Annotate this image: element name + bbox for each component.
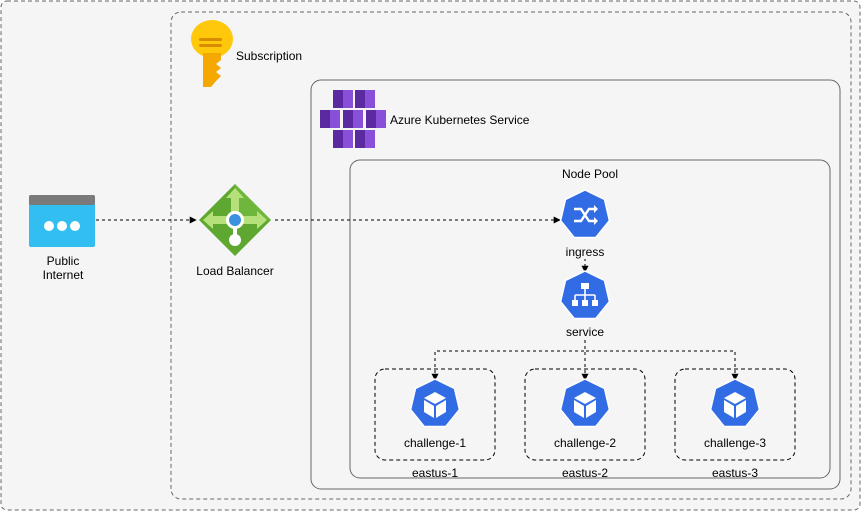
- challenge-1-label: challenge-1: [403, 436, 467, 450]
- ingress-label: ingress: [545, 245, 625, 259]
- challenge-box-1: [374, 368, 496, 461]
- pod-icon-1: [409, 378, 461, 428]
- ingress-icon: [559, 189, 611, 239]
- pod-icon-3: [709, 378, 761, 428]
- subscription-label: Subscription: [236, 49, 303, 63]
- node-pool-label: Node Pool: [561, 167, 619, 181]
- challenge-2-label: challenge-2: [553, 436, 617, 450]
- load-balancer-label: Load Balancer: [196, 264, 274, 278]
- challenge-box-3: [674, 368, 796, 461]
- challenge-3-label: challenge-3: [703, 436, 767, 450]
- challenge-box-2: [524, 368, 646, 461]
- key-icon: [191, 20, 233, 87]
- kubernetes-service-icon: [320, 90, 386, 148]
- load-balancer-icon: [199, 184, 271, 256]
- edge-service-to-challenge-1: [431, 340, 586, 381]
- edge-service-to-challenge-3: [584, 340, 739, 381]
- zone-3-label: eastus-3: [711, 466, 759, 480]
- service-label: service: [545, 325, 625, 339]
- browser-window-icon: [29, 195, 95, 247]
- zone-1-label: eastus-1: [411, 466, 459, 480]
- zone-2-label: eastus-2: [561, 466, 609, 480]
- connectors: [96, 216, 739, 381]
- internet-label: Public Internet: [42, 254, 84, 282]
- pod-icon-2: [559, 378, 611, 428]
- aks-label: Azure Kubernetes Service: [390, 113, 530, 127]
- service-icon: [559, 270, 611, 320]
